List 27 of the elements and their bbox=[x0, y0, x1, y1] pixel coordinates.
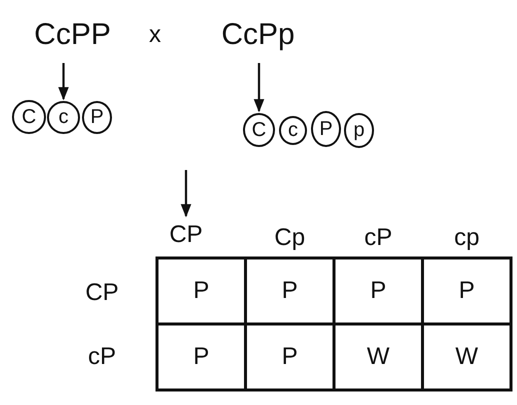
arrow bbox=[254, 63, 264, 112]
row-header: cP bbox=[88, 343, 116, 371]
gamete-circle: C bbox=[243, 113, 275, 147]
gamete-circle: P bbox=[82, 101, 112, 134]
cell-text: P bbox=[282, 277, 298, 305]
gamete-header: CP bbox=[164, 218, 208, 252]
column-header: cP bbox=[364, 224, 392, 252]
gamete-circle: C bbox=[12, 100, 46, 134]
cross-sign: x bbox=[149, 21, 161, 49]
cell-text: W bbox=[455, 343, 478, 371]
arrow bbox=[58, 63, 69, 100]
genotype-text: CcPp bbox=[212, 15, 304, 55]
genotype-text: CcPP bbox=[25, 15, 120, 55]
cell-text: P bbox=[458, 277, 475, 305]
gamete-circle: c bbox=[279, 116, 307, 145]
column-header: cp bbox=[454, 224, 480, 252]
gamete-circle: P bbox=[311, 111, 341, 147]
gamete-circle: c bbox=[47, 101, 80, 134]
cell-text: P bbox=[193, 343, 210, 371]
cell-text: W bbox=[366, 343, 390, 371]
gamete-circle: p bbox=[344, 113, 374, 148]
cell-text: P bbox=[282, 343, 298, 371]
row-header: CP bbox=[85, 279, 119, 307]
arrow bbox=[180, 170, 192, 218]
column-header: Cp bbox=[274, 224, 306, 252]
cell-text: P bbox=[370, 277, 386, 305]
cell-text: P bbox=[193, 277, 210, 305]
